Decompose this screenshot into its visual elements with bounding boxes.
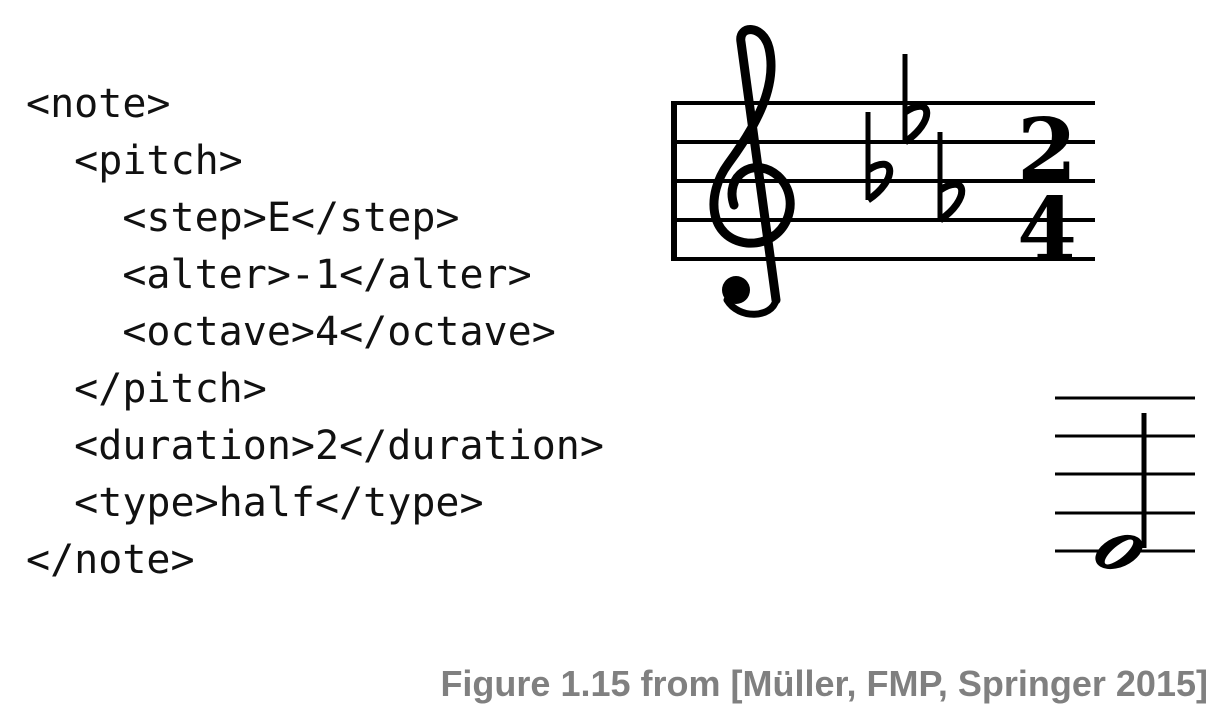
code-line: <pitch> <box>26 138 243 184</box>
code-line: <note> <box>26 81 171 127</box>
flat-icon <box>902 54 931 145</box>
key-signature <box>865 54 966 223</box>
code-line: <type>half</type> <box>26 480 484 526</box>
code-line: <octave>4</octave> <box>26 309 556 355</box>
time-signature: 2 4 <box>1017 100 1077 280</box>
time-signature-numerator: 2 <box>1017 100 1077 201</box>
code-line: <duration>2</duration> <box>26 423 604 469</box>
code-line: <alter>-1</alter> <box>26 252 532 298</box>
half-note-icon <box>1095 413 1147 570</box>
treble-clef-icon <box>709 25 795 318</box>
code-line: <step>E</step> <box>26 195 460 241</box>
code-line: </note> <box>26 537 195 583</box>
flat-icon <box>937 132 966 223</box>
flat-icon <box>865 112 894 203</box>
figure-caption: Figure 1.15 from [Müller, FMP, Springer … <box>440 663 1208 704</box>
musicxml-code-block: <note> <pitch> <step>E</step> <alter>-1<… <box>26 76 604 589</box>
code-line: </pitch> <box>26 366 267 412</box>
staff-bottom <box>1055 396 1195 553</box>
time-signature-denominator: 4 <box>1017 179 1077 280</box>
